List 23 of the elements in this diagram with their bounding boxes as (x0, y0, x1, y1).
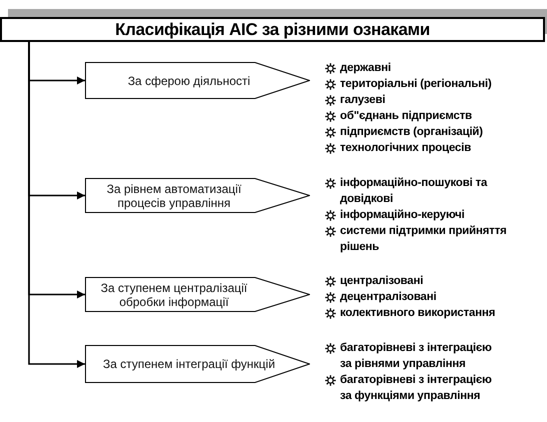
list-item-text: інформаційно-керуючі (340, 208, 465, 223)
connector-arrow (28, 42, 85, 368)
category-label: За сферою діяльності (128, 74, 250, 88)
category-label: За рівнем автоматизації процесів управління (106, 182, 242, 210)
list-item-text: галузеві (340, 93, 386, 108)
pointer-box (85, 345, 310, 383)
list-item-text: державні (340, 61, 391, 76)
list-item-text: системи підтримки прийняття рішень (340, 224, 508, 255)
pointer-box (85, 178, 310, 213)
list-item-text: колективного використання (340, 306, 496, 321)
list-item-text: об"єднань підприємств (340, 109, 472, 124)
pointer-box (85, 62, 310, 99)
list-item-text: підприємств (організацій) (340, 125, 483, 140)
category-label: За ступенем централізації обробки інформації (100, 280, 248, 308)
title-text: Класифікація АІС за різними ознаками (115, 20, 430, 40)
list-item-text: централізовані (340, 274, 424, 289)
pointer-box (85, 277, 310, 312)
category-label: За ступенем інтеграції функцій (102, 357, 276, 371)
list-item-text: територіальні (регіональні) (340, 77, 492, 92)
list-item-text: децентралізовані (340, 290, 436, 305)
title-box (0, 17, 545, 42)
list-item-text: багаторівневі з інтеграцією за функціями управління (340, 373, 493, 404)
list-item-text: технологічних процесів (340, 141, 471, 156)
